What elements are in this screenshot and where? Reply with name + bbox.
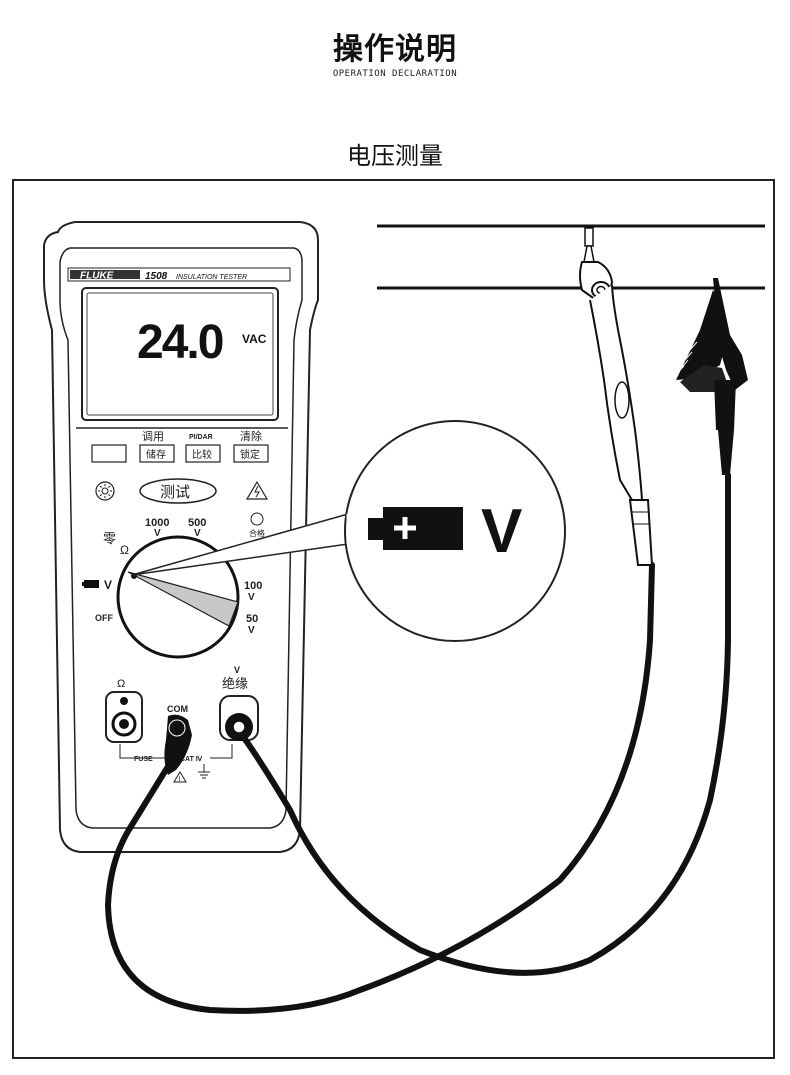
fuse-label: FUSE xyxy=(134,756,153,763)
probe-lead-clip xyxy=(239,472,731,976)
test-button[interactable] xyxy=(139,478,217,504)
high-voltage-warning-icon xyxy=(245,480,269,500)
jack-ohm-label: Ω xyxy=(117,678,125,690)
test-label: 测试 xyxy=(160,483,190,501)
pass-indicator xyxy=(250,512,264,526)
dial-off-label: OFF xyxy=(95,613,113,623)
alligator-clip xyxy=(675,278,748,475)
dial-1000-label: 1000 xyxy=(145,517,169,529)
lock-button[interactable] xyxy=(233,444,269,463)
compare-button[interactable] xyxy=(185,444,221,463)
com-jack-label: COM xyxy=(167,704,188,714)
callout-battery-icon xyxy=(368,507,463,550)
dial-50-label: 50 xyxy=(246,613,258,625)
lcd-unit: VAC xyxy=(242,332,267,346)
dial-pointer xyxy=(127,571,239,627)
cat-rating-label: CAT Ⅳ xyxy=(180,755,203,763)
insulation-plug xyxy=(219,695,259,741)
dial-ohm-label: Ω xyxy=(120,543,129,557)
recall-label: 调用 xyxy=(142,430,164,443)
store-button[interactable] xyxy=(139,444,175,463)
insulation-v-label: V xyxy=(234,665,240,675)
brand-logo: FLUKE xyxy=(80,271,114,282)
dial-500-label: 500 xyxy=(188,517,206,529)
ground-icon xyxy=(198,764,210,779)
pass-label: 合格 xyxy=(249,528,265,538)
dial-100-label: 100 xyxy=(244,580,262,592)
probe-lead-black xyxy=(104,562,655,1014)
insulation-tester: FLUKE 1508 INSULATION TESTER 24.0 VAC 调用… xyxy=(43,221,319,853)
brand-badge xyxy=(70,270,140,279)
dial-v-label: V xyxy=(104,578,112,592)
clear-label: 清除 xyxy=(240,429,262,443)
lcd-screen xyxy=(86,292,274,416)
compare-label: 比较 xyxy=(192,448,212,461)
ohm-jack-small[interactable] xyxy=(120,697,128,705)
svg-text:!: ! xyxy=(179,777,181,783)
lock-label: 锁定 xyxy=(240,448,260,461)
insulation-jack-label: 绝缘 xyxy=(222,676,248,692)
dial-50-unit: V xyxy=(248,625,255,636)
section-title: 电压测量 xyxy=(347,142,443,170)
test-probe xyxy=(579,227,654,566)
backlight-icon[interactable] xyxy=(95,481,115,501)
page-subtitle: OPERATION DECLARATION xyxy=(332,69,458,79)
page-title: 操作说明 xyxy=(333,32,457,67)
store-label: 储存 xyxy=(146,448,166,461)
callout-voltage-symbol: V xyxy=(481,497,522,566)
model-number: 1508 xyxy=(145,271,168,282)
model-description: INSULATION TESTER xyxy=(176,274,247,281)
dial-zero-label: 零 xyxy=(103,532,116,547)
lcd-reading: 24.0 xyxy=(137,316,223,369)
dial-100-unit: V xyxy=(248,592,255,603)
blank-button[interactable] xyxy=(91,444,127,463)
pi-dar-label: PI/DAR xyxy=(189,434,213,441)
caution-icon: ! xyxy=(173,771,187,783)
dial-500-unit: V xyxy=(194,528,201,539)
dial-battery-v-position: V xyxy=(82,578,112,592)
dial-1000-unit: V xyxy=(154,528,161,539)
